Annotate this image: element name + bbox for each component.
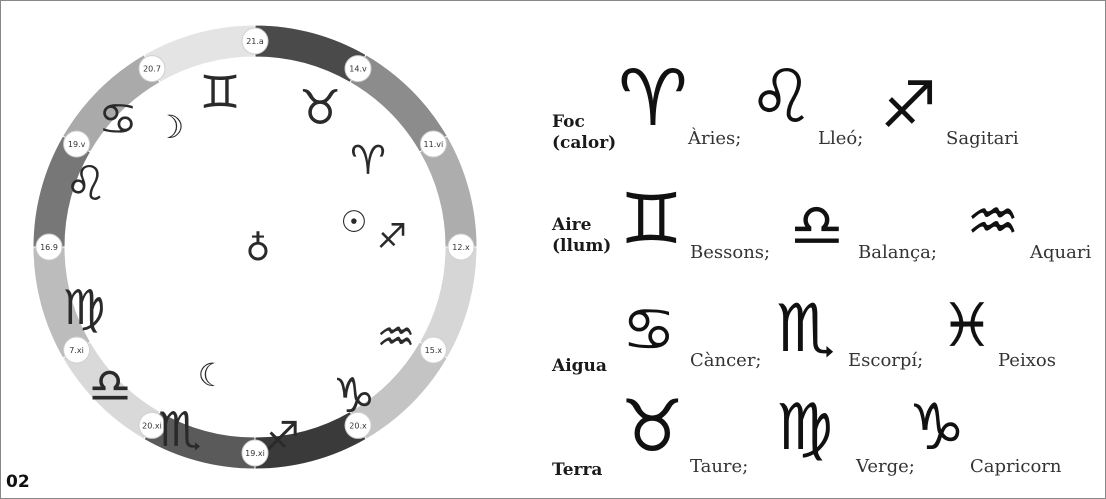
- wheel-cancer-icon: ♋: [98, 94, 137, 145]
- wheel-sagittarius-icon: ♐: [264, 414, 300, 460]
- wheel-date-label: 21.a: [246, 37, 264, 46]
- sign-name-libra: Balança;: [858, 242, 937, 263]
- wheel-taurus-icon: ♉: [298, 80, 341, 136]
- element-foc-label-line2: (calor): [552, 133, 616, 154]
- sign-name-taurus: Taure;: [690, 456, 748, 477]
- wheel-date-label: 12.x: [452, 243, 470, 252]
- wheel-date-marker: 14.v: [345, 56, 371, 82]
- figure-number: 02: [6, 472, 30, 492]
- wheel-aquarius-icon: ♒: [376, 312, 415, 363]
- wheel-libra-icon: ♎: [88, 358, 131, 414]
- wheel-date-marker: 11.vi: [420, 131, 446, 157]
- sign-name-virgo: Verge;: [856, 456, 915, 477]
- wheel-sun-icon: ☉: [341, 205, 368, 240]
- wheel-date-marker: 12.x: [448, 234, 474, 260]
- wheel-leo-icon: ♌: [64, 156, 107, 212]
- wheel-date-label: 14.v: [349, 65, 367, 74]
- sign-name-pisces: Peixos: [998, 350, 1056, 371]
- sign-name-cancer: Càncer;: [690, 350, 762, 371]
- aquarius-icon: ♒: [966, 192, 1020, 252]
- wheel-date-label: 19.v: [68, 140, 86, 149]
- wheel-aries-icon: ♈: [350, 138, 386, 184]
- element-aire-label-line1: Aire: [552, 215, 611, 236]
- wheel-date-marker: 7.xi: [64, 337, 90, 363]
- wheel-date-label: 7.xi: [69, 346, 84, 355]
- wheel-date-label: 11.vi: [424, 140, 444, 149]
- pisces-icon: ♓: [940, 296, 994, 356]
- wheel-date-label: 16.9: [40, 243, 58, 252]
- wheel-date-label: 15.x: [425, 346, 443, 355]
- element-aigua-label-line1: Aigua: [552, 356, 607, 377]
- wheel-date-marker: 21.a: [242, 28, 268, 54]
- wheel-gemini-icon: ♊: [199, 65, 240, 119]
- sign-name-aries: Àries;: [688, 128, 741, 149]
- wheel-date-marker: 16.9: [36, 234, 62, 260]
- wheel-date-marker: 19.v: [64, 131, 90, 157]
- gemini-icon: ♊: [620, 184, 683, 254]
- wheel-date-marker: 15.x: [420, 337, 446, 363]
- sign-name-aquarius: Aquari: [1030, 242, 1091, 263]
- aries-icon: ♈: [618, 60, 688, 138]
- sign-name-scorpio: Escorpí;: [848, 350, 923, 371]
- wheel-moon-icon: ☾: [198, 356, 227, 394]
- libra-icon: ♎: [790, 196, 844, 256]
- element-foc-label: Foc (calor): [552, 112, 616, 154]
- element-foc-label-line1: Foc: [552, 112, 616, 133]
- sagittarius-icon: ♐: [880, 74, 937, 138]
- scorpio-icon: ♏: [776, 296, 835, 362]
- virgo-icon: ♍: [776, 396, 833, 460]
- wheel-date-marker: 20.7: [139, 56, 165, 82]
- wheel-center-icon: ♁: [246, 229, 271, 269]
- element-aigua-label: Aigua: [552, 356, 607, 377]
- zodiac-wheel: 21.a14.v11.vi12.x15.x20.x19.xi20.xi7.xi1…: [20, 12, 490, 482]
- wheel-date-label: 19.xi: [245, 449, 265, 458]
- wheel-glyphs: ♉ ♈ ☉ ♐ ♒ ♑ ♐ ♏ ♎ ♍ ♌ ♋ ☽ ♊ ♁ ☾: [62, 65, 415, 460]
- sign-name-sagittarius: Sagitari: [946, 128, 1019, 149]
- sign-name-leo: Lleó;: [818, 128, 863, 149]
- element-terra-label-line1: Terra: [552, 460, 602, 481]
- wheel-date-label: 20.7: [143, 65, 161, 74]
- wheel-sagittarius-mark-icon: ♐: [377, 217, 407, 257]
- element-aire-label: Aire (llum): [552, 215, 611, 257]
- sign-name-capricorn: Capricorn: [970, 456, 1062, 477]
- leo-icon: ♌: [748, 60, 814, 134]
- sign-name-gemini: Bessons;: [690, 242, 770, 263]
- wheel-moon-crescent-icon: ☽: [156, 108, 185, 146]
- taurus-icon: ♉: [620, 390, 685, 462]
- wheel-virgo-icon: ♍: [62, 280, 105, 336]
- wheel-capricorn-icon: ♑: [332, 368, 375, 424]
- cancer-icon: ♋: [622, 300, 676, 360]
- element-terra-label: Terra: [552, 460, 602, 481]
- capricorn-icon: ♑: [908, 396, 965, 460]
- wheel-scorpio-icon: ♏: [158, 402, 201, 458]
- element-aire-label-line2: (llum): [552, 236, 611, 257]
